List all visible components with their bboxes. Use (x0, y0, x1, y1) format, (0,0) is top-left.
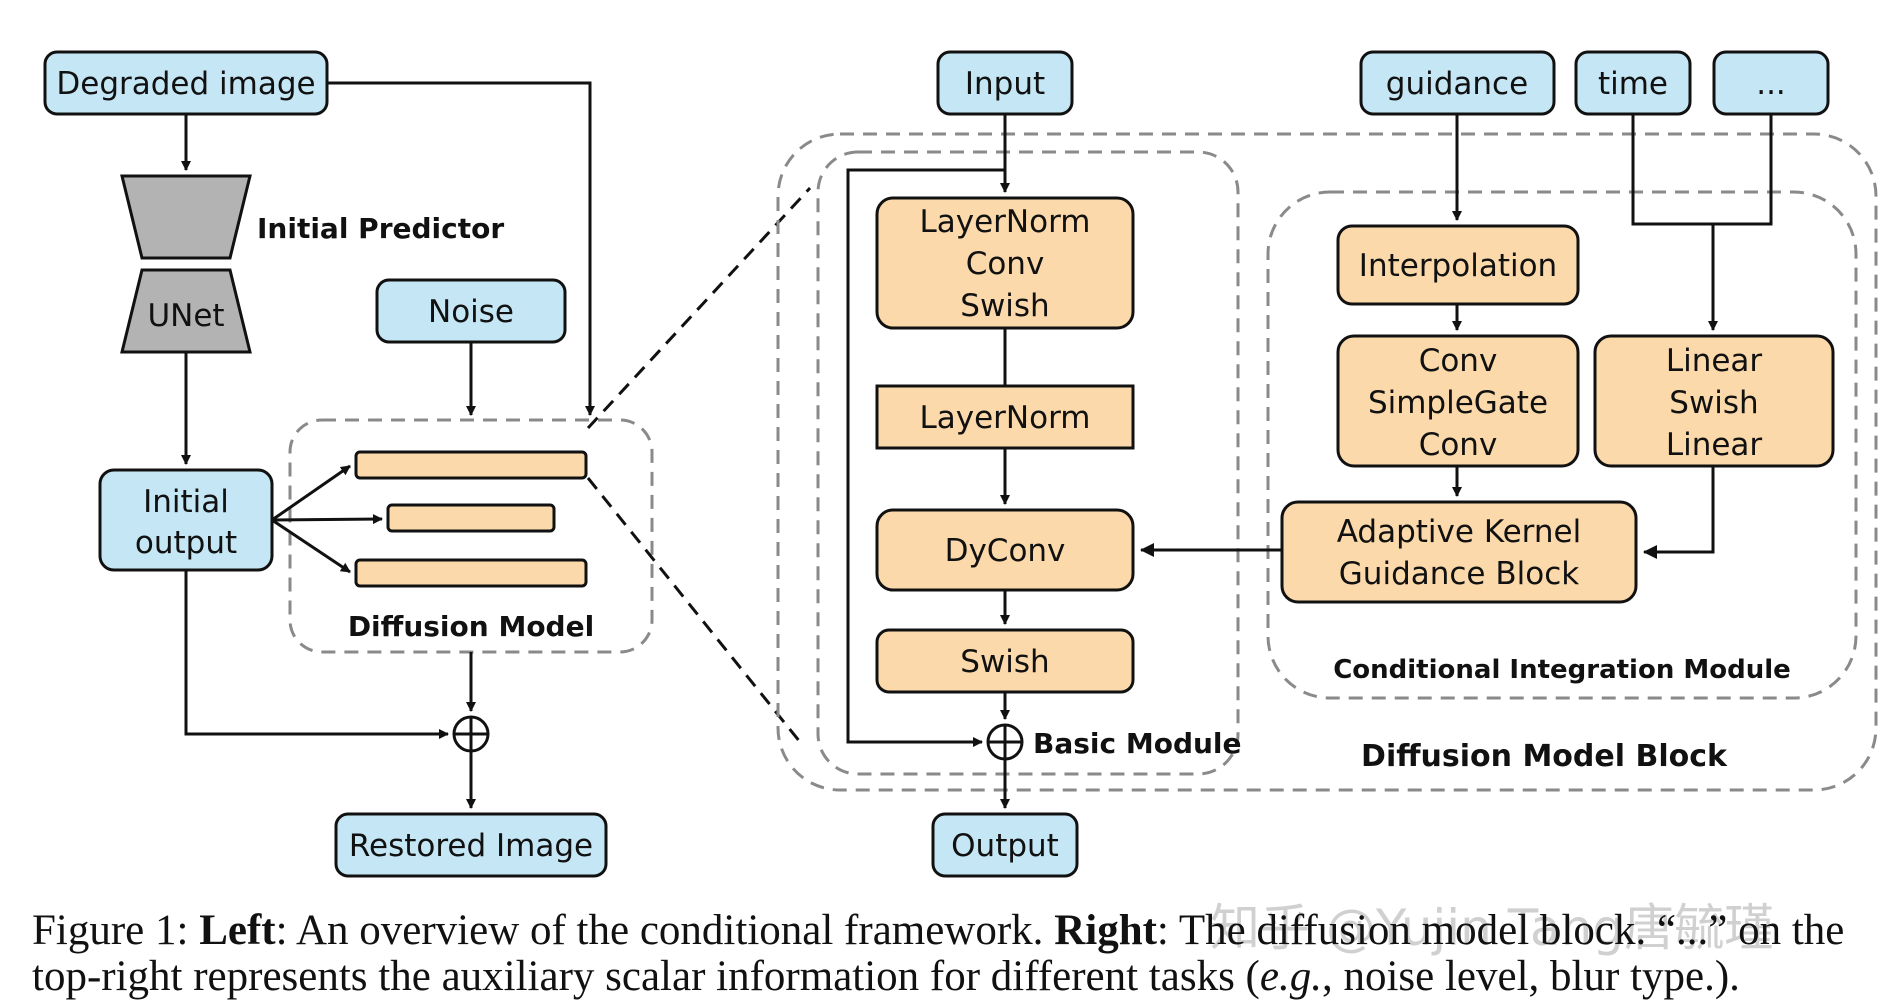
conv-simplegate-line2: SimpleGate (1368, 385, 1548, 421)
swish-label: Swish (960, 644, 1049, 680)
time-label: time (1598, 66, 1668, 102)
unet-decoder-shape (120, 268, 252, 354)
caption-tail: , noise level, blur type.). (1321, 953, 1740, 1000)
noise-label: Noise (428, 294, 514, 330)
basic-block-1-line2: Conv (966, 246, 1045, 282)
initial-predictor-label: Initial Predictor (257, 212, 504, 245)
linear-swish-line1: Linear (1666, 343, 1763, 379)
adaptive-kernel-box (1280, 500, 1638, 604)
figure-caption: Figure 1: Left: An overview of the condi… (32, 908, 1872, 1000)
unet-label: UNet (147, 298, 224, 334)
adaptive-kernel-line2: Guidance Block (1339, 556, 1579, 592)
basic-module-label: Basic Module (1033, 727, 1242, 760)
caption-eg: e.g. (1259, 953, 1322, 1000)
output-label: Output (951, 828, 1059, 864)
diffusion-model-block-region (776, 132, 1878, 792)
layernorm-label: LayerNorm (920, 400, 1091, 436)
conditional-integration-module-label: Conditional Integration Module (1333, 655, 1791, 685)
caption-right-text: : The diffusion model block. “...” on th… (32, 907, 1845, 1000)
caption-prefix: Figure 1: (32, 907, 200, 954)
initial-output-line2: output (135, 525, 237, 561)
conditional-integration-module-region (1266, 190, 1858, 700)
basic-module-region (816, 150, 1240, 776)
degraded-image-label: Degraded image (56, 66, 315, 102)
input-label: Input (965, 66, 1045, 102)
dyconv-label: DyConv (945, 533, 1066, 569)
watermark: 知乎 @Yujin Tang唐毓瑾 (1210, 899, 1775, 957)
restored-image-label: Restored Image (349, 828, 593, 864)
unet-encoder-shape (120, 174, 252, 260)
layernorm-box (875, 384, 1135, 450)
initial-output-line1: Initial (143, 484, 229, 520)
linear-swish-line2: Swish (1669, 385, 1758, 421)
conv-simplegate-line1: Conv (1419, 343, 1498, 379)
diffusion-bar-2 (386, 503, 556, 533)
dots-label: ... (1756, 66, 1786, 102)
guidance-label: guidance (1386, 66, 1528, 102)
adaptive-kernel-line1: Adaptive Kernel (1337, 514, 1581, 550)
basic-block-1-line1: LayerNorm (920, 204, 1091, 240)
diffusion-model-block-label: Diffusion Model Block (1361, 739, 1728, 774)
linear-swish-line3: Linear (1666, 427, 1763, 463)
output-box (931, 812, 1079, 878)
basic-block-1-line3: Swish (960, 288, 1049, 324)
conv-simplegate-line3: Conv (1419, 427, 1498, 463)
interpolation-label: Interpolation (1359, 248, 1557, 284)
caption-right-label: Right (1054, 907, 1157, 954)
caption-left-text: : An overview of the conditional framewo… (275, 907, 1055, 954)
diffusion-bar-3 (354, 558, 588, 588)
restored-image-box (334, 812, 608, 878)
caption-left-label: Left (199, 907, 276, 954)
diffusion-bar-1 (354, 450, 588, 480)
diffusion-model-label: Diffusion Model (348, 610, 594, 643)
